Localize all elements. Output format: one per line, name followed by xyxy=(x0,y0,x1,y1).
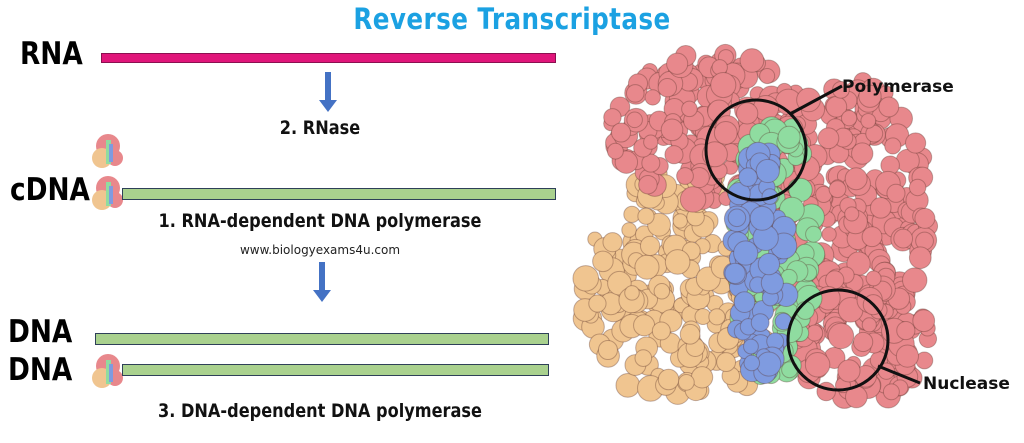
nuclease-pointer-line xyxy=(877,364,921,385)
nuclease-label: Nuclease xyxy=(923,374,1010,394)
reverse-transcriptase-structure xyxy=(572,43,939,409)
diagram-title: Reverse Transcriptase xyxy=(353,2,671,36)
enzyme-thumbnail-icon xyxy=(92,134,123,168)
website-watermark: www.biologyexams4u.com xyxy=(239,243,401,257)
arrow-down-icon xyxy=(319,72,337,112)
dna-strand-top xyxy=(95,333,549,345)
step-rnase: 2. RNase xyxy=(279,117,361,139)
dna-label-top: DNA xyxy=(8,314,73,350)
nuclease-site-circle xyxy=(786,288,890,392)
pink-domain-left xyxy=(603,43,818,213)
polymerase-pointer-line xyxy=(789,84,843,116)
dna-label-bottom: DNA xyxy=(8,352,73,388)
cdna-strand xyxy=(122,188,556,200)
rna-label: RNA xyxy=(20,36,83,72)
cdna-label: cDNA xyxy=(10,172,90,208)
rna-strand xyxy=(101,53,556,63)
blue-strand xyxy=(722,141,799,385)
dna-strand-bottom xyxy=(122,364,549,376)
step-rna-dependent-polymerase: 1. RNA-dependent DNA polymerase xyxy=(158,210,482,232)
step-dna-dependent-polymerase: 3. DNA-dependent DNA polymerase xyxy=(158,400,482,422)
enzyme-thumbnail-icon xyxy=(92,176,123,210)
arrow-down-icon xyxy=(313,262,331,302)
polymerase-site-circle xyxy=(704,98,808,202)
enzyme-thumbnail-icon xyxy=(92,354,123,388)
polymerase-label: Polymerase xyxy=(842,77,954,97)
